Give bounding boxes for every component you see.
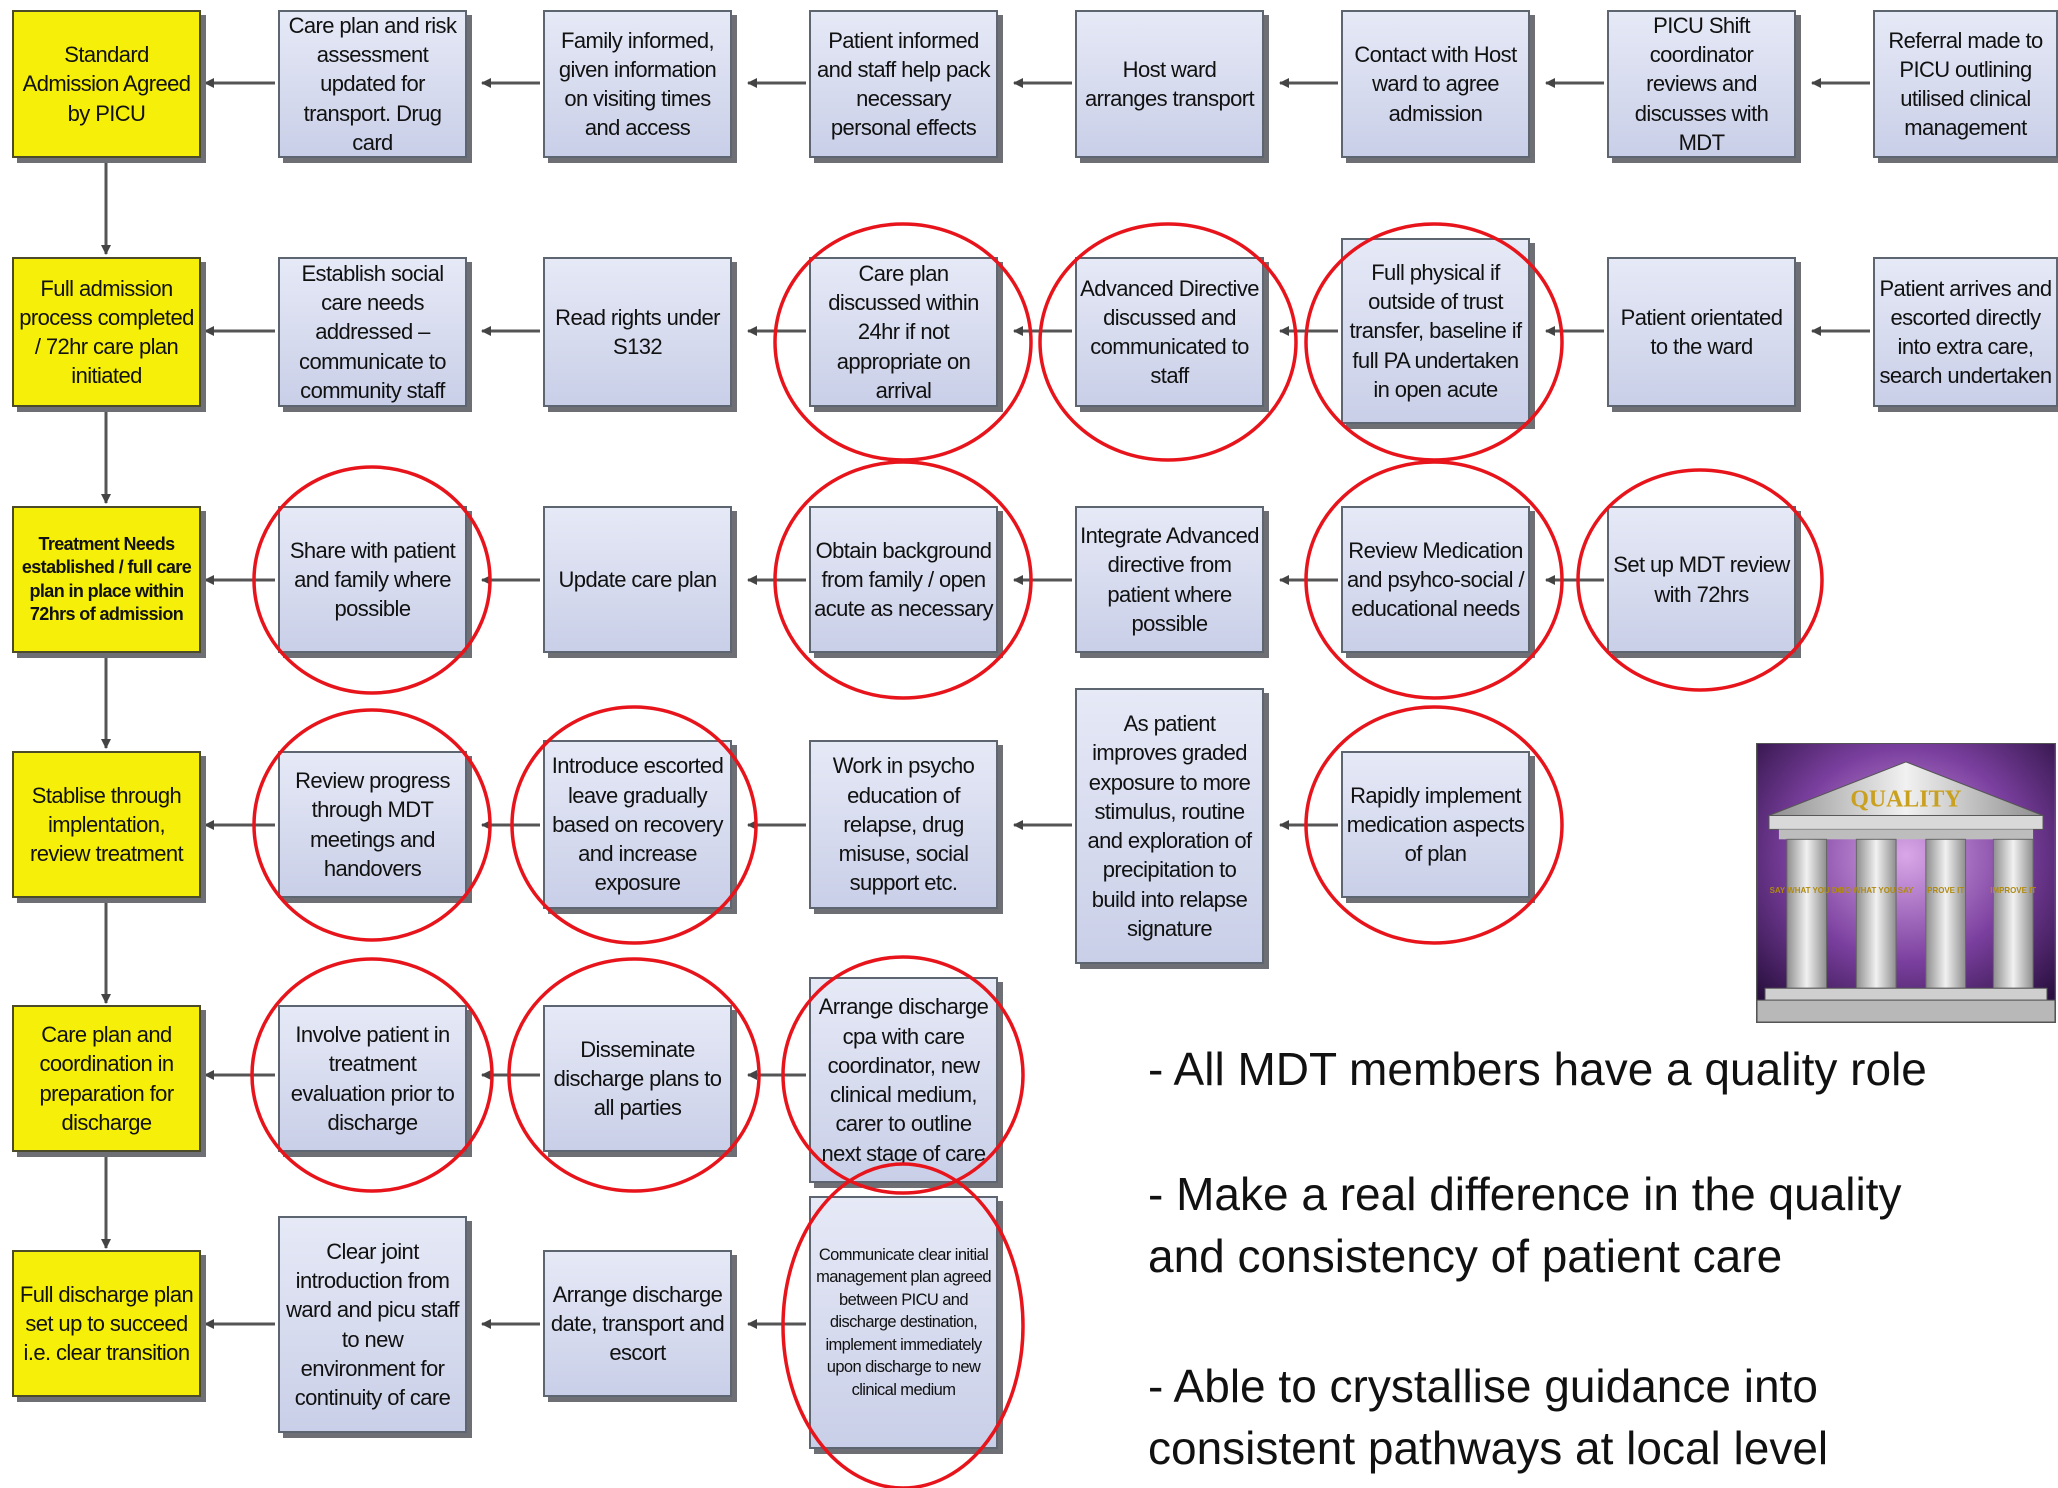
- step-box: Update care plan: [543, 506, 732, 653]
- step-box: Clear joint introduction from ward and p…: [278, 1216, 467, 1433]
- highlight-circle: [781, 955, 1025, 1195]
- step-box: Review Medication and psyhco-social / ed…: [1341, 506, 1530, 653]
- step-box: Care plan discussed within 24hr if not a…: [809, 257, 998, 407]
- highlight-circle: [252, 708, 492, 942]
- step-box: Patient arrives and escorted directly in…: [1873, 257, 2058, 407]
- highlight-circle: [507, 957, 761, 1193]
- highlight-circle: [1304, 705, 1564, 945]
- step-box: Read rights under S132: [543, 257, 732, 407]
- quality-temple-image: QUALITY SAY WHAT YOU DO DO WHAT YOU SAY …: [1756, 743, 2056, 1023]
- step-box: Review progress through MDT meetings and…: [278, 751, 467, 898]
- step-box: Set up MDT review with 72hrs: [1607, 506, 1796, 653]
- highlight-circle: [1304, 222, 1564, 462]
- step-box: Referral made to PICU outlining utilised…: [1873, 10, 2058, 158]
- highlight-circle: [1304, 460, 1564, 700]
- pillar-label: IMPROVE IT: [1990, 886, 2036, 895]
- stage-box: Treatment Needs established / full care …: [12, 506, 201, 653]
- step-box: Arrange discharge date, transport and es…: [543, 1250, 732, 1397]
- highlight-circle: [773, 460, 1033, 700]
- pillar-label: SAY WHAT YOU DO: [1770, 886, 1844, 895]
- step-box: Share with patient and family where poss…: [278, 506, 467, 653]
- stage-box: Full discharge plan set up to succeed i.…: [12, 1250, 201, 1397]
- pillar-label: DO WHAT YOU SAY: [1839, 886, 1914, 895]
- step-box: Introduce escorted leave gradually based…: [543, 740, 732, 909]
- step-box: Communicate clear initial management pla…: [809, 1196, 998, 1449]
- highlight-circle: [773, 222, 1033, 462]
- highlight-circle: [252, 465, 492, 695]
- step-box: Full physical if outside of trust transf…: [1341, 238, 1530, 424]
- step-box: Rapidly implement medication aspects of …: [1341, 751, 1530, 898]
- bullet-crystallise-cont: consistent pathways at local level: [1148, 1422, 1829, 1474]
- step-box: Care plan and risk assessment updated fo…: [278, 10, 467, 158]
- stage-box: Full admission process completed / 72hr …: [12, 257, 201, 407]
- stage-box: Care plan and coordination in preparatio…: [12, 1005, 201, 1152]
- highlight-circle: [1576, 468, 1824, 692]
- step-box: As patient improves graded exposure to m…: [1075, 688, 1264, 964]
- step-box: Integrate Advanced directive from patien…: [1075, 506, 1264, 653]
- step-box: Disseminate discharge plans to all parti…: [543, 1005, 732, 1152]
- quality-banner: QUALITY: [1850, 787, 1961, 813]
- bullet-quality-role: - All MDT members have a quality role: [1148, 1043, 1927, 1095]
- step-box: Arrange discharge cpa with care coordina…: [809, 977, 998, 1183]
- stage-box: Stablise through implentation, review tr…: [12, 751, 201, 898]
- step-box: Advanced Directive discussed and communi…: [1075, 257, 1264, 407]
- bullet-real-difference: - Make a real difference in the quality: [1148, 1168, 1902, 1220]
- step-box: Involve patient in treatment evaluation …: [278, 1005, 467, 1152]
- highlight-circle: [510, 705, 758, 945]
- step-box: Family informed, given information on vi…: [543, 10, 732, 158]
- bullet-crystallise: - Able to crystallise guidance into: [1148, 1360, 1818, 1412]
- step-box: PICU Shift coordinator reviews and discu…: [1607, 10, 1796, 158]
- step-box: Work in psycho education of relapse, dru…: [809, 740, 998, 909]
- step-box: Obtain background from family / open acu…: [809, 506, 998, 653]
- step-box: Contact with Host ward to agree admissio…: [1341, 10, 1530, 158]
- step-box: Host ward arranges transport: [1075, 10, 1264, 158]
- highlight-circle: [1038, 222, 1298, 462]
- stage-box: Standard Admission Agreed by PICU: [12, 10, 201, 158]
- pillar-label: PROVE IT: [1927, 886, 1964, 895]
- step-box: Patient informed and staff help pack nec…: [809, 10, 998, 158]
- step-box: Establish social care needs addressed – …: [278, 257, 467, 407]
- highlight-circle: [781, 1162, 1025, 1488]
- bullet-real-difference-cont: and consistency of patient care: [1148, 1230, 1783, 1282]
- highlight-circle: [250, 957, 494, 1193]
- step-box: Patient orientated to the ward: [1607, 257, 1796, 407]
